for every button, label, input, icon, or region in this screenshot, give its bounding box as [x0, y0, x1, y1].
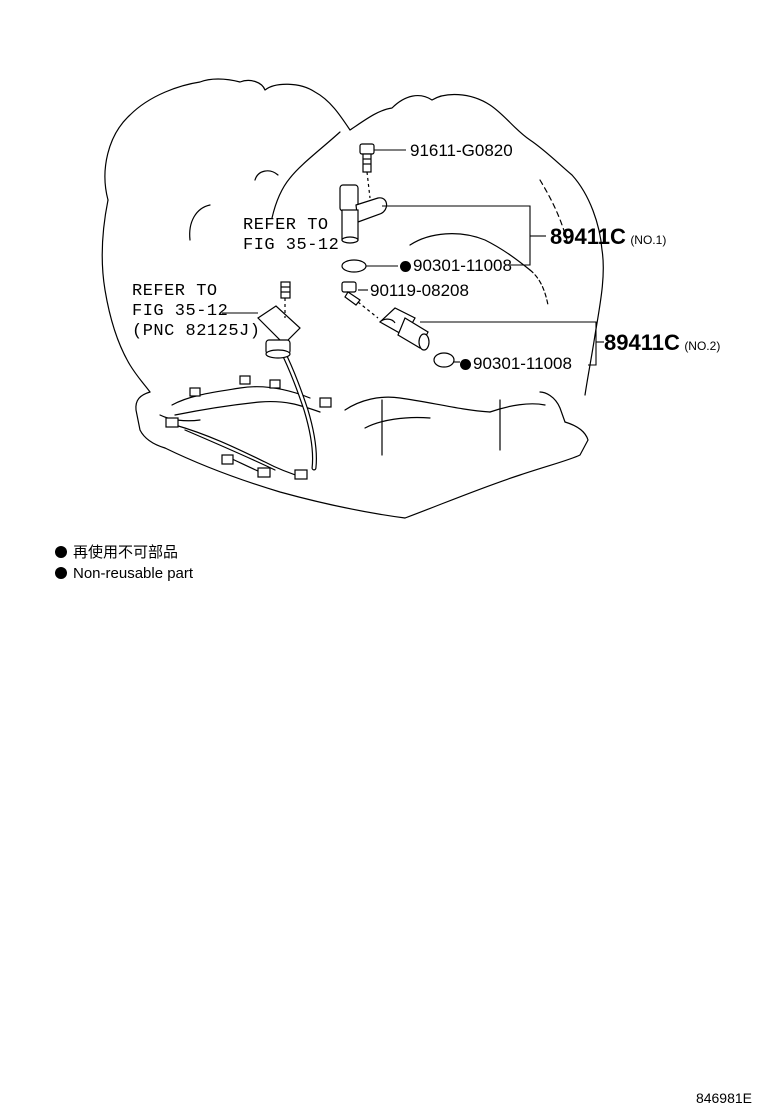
sensor-no2-tag: (NO.2)	[684, 339, 721, 353]
non-reusable-dot-icon	[460, 359, 471, 370]
part-number-o-ring-1: 90301-11008	[413, 256, 512, 275]
legend-dot-icon	[55, 546, 67, 558]
transmission-housing-outline	[104, 78, 604, 396]
bolt-mid	[341, 281, 379, 319]
sensor-no2	[378, 307, 430, 351]
part-number-sensor-no1: 89411C	[550, 224, 626, 249]
part-number-bolt-mid: 90119-08208	[370, 281, 469, 300]
bolt-top	[359, 143, 375, 199]
legend-english: Non-reusable part	[55, 566, 193, 581]
wire-harness	[171, 347, 321, 479]
part-number-sensor-no2: 89411C	[604, 330, 680, 355]
diagram-code: 846981E	[695, 1090, 752, 1106]
sensor-no1-tag: (NO.1)	[630, 233, 667, 247]
refer-left-line1: REFER TO	[132, 282, 218, 301]
sensor-no1	[339, 184, 388, 244]
o-ring-2	[433, 352, 455, 368]
part-number-bolt-top: 91611-G0820	[410, 141, 513, 160]
harness-connectors	[165, 375, 332, 480]
callout-sensor-no2: 89411C (NO.2)	[604, 332, 720, 354]
refer-top-line1: REFER TO	[243, 216, 329, 235]
parts-diagram	[101, 78, 604, 519]
bolt-left	[280, 281, 291, 318]
callout-sensor-no1: 89411C (NO.1)	[550, 226, 666, 248]
part-number-o-ring-2: 90301-11008	[473, 354, 572, 373]
refer-top-line2: FIG 35-12	[243, 236, 340, 255]
crank-sensor-left	[257, 305, 301, 359]
refer-left-line2: FIG 35-12	[132, 302, 229, 321]
callout-o-ring-1: 90301-11008	[400, 257, 512, 274]
legend-english-text: Non-reusable part	[73, 565, 194, 582]
legend-japanese: 再使用不可部品	[55, 545, 178, 560]
legend-japanese-text: 再使用不可部品	[73, 544, 179, 561]
non-reusable-dot-icon	[400, 261, 411, 272]
legend-dot-icon	[55, 567, 67, 579]
o-ring-1	[341, 259, 367, 273]
leader-lines	[222, 149, 604, 366]
refer-left-line3: (PNC 82125J)	[132, 322, 261, 341]
callout-o-ring-2: 90301-11008	[460, 355, 572, 372]
